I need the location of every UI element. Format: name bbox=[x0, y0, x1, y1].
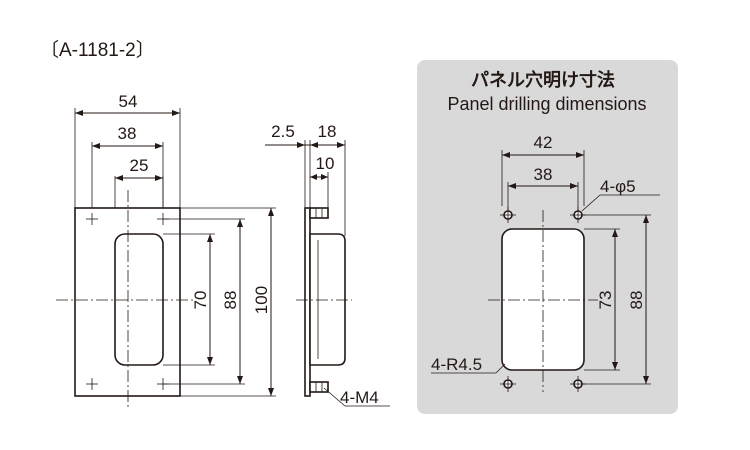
front-recess bbox=[114, 233, 164, 366]
dim-depth-18: 18 bbox=[318, 122, 337, 141]
dim-height-70: 70 bbox=[191, 291, 210, 310]
panel-dim-73: 73 bbox=[596, 291, 615, 310]
dim-width-54: 54 bbox=[119, 92, 138, 111]
panel-dim-88: 88 bbox=[627, 291, 646, 310]
dim-height-100: 100 bbox=[252, 286, 271, 314]
panel-drilling-box: パネル穴明け寸法 Panel drilling dimensions 42 38 bbox=[417, 60, 678, 414]
dim-height-88: 88 bbox=[221, 291, 240, 310]
radius-label: 4-R4.5 bbox=[431, 355, 482, 374]
part-code: 〔A-1181-2〕 bbox=[40, 39, 155, 61]
stud-top bbox=[309, 207, 329, 219]
panel-title-en: Panel drilling dimensions bbox=[447, 94, 646, 114]
dim-thickness-2-5: 2.5 bbox=[271, 122, 295, 141]
panel-dim-42: 42 bbox=[534, 133, 553, 152]
panel-title-ja: パネル穴明け寸法 bbox=[471, 69, 615, 90]
thread-label: 4-M4 bbox=[340, 388, 379, 407]
side-view: 2.5 18 10 4-M4 bbox=[265, 122, 390, 407]
dim-width-25: 25 bbox=[130, 156, 149, 175]
hole-label: 4-φ5 bbox=[600, 177, 636, 196]
panel-dim-38: 38 bbox=[534, 165, 553, 184]
side-body bbox=[309, 233, 346, 366]
dim-stud-10: 10 bbox=[316, 154, 335, 173]
front-view: 54 38 25 70 bbox=[56, 92, 276, 410]
dim-width-38: 38 bbox=[118, 124, 137, 143]
stud-bottom bbox=[309, 381, 329, 393]
